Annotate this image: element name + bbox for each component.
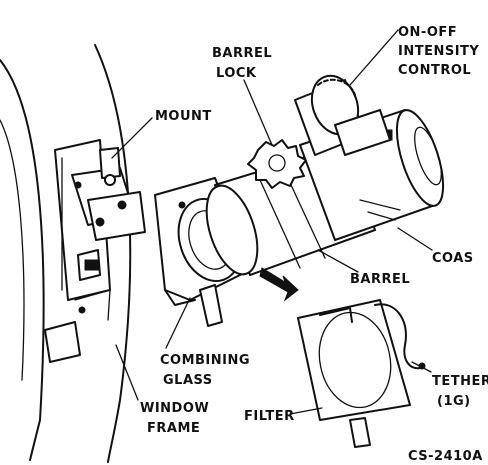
barrel-lock	[247, 139, 307, 189]
label-tether-1g: (1G)	[437, 394, 471, 409]
figure-code: CS-2410A	[408, 449, 483, 464]
mount	[44, 139, 146, 363]
leader-lines	[111, 29, 433, 415]
label-barrel-lock-1: BARREL	[212, 46, 272, 61]
label-glass: GLASS	[163, 373, 213, 388]
label-mount: MOUNT	[155, 109, 212, 124]
label-barrel-lock-2: LOCK	[216, 66, 257, 81]
window-frame	[0, 44, 132, 463]
label-coas: COAS	[432, 251, 474, 266]
label-barrel: BARREL	[350, 272, 410, 287]
label-on-off: ON-OFF	[398, 25, 457, 40]
intensity-control-knob	[294, 74, 391, 156]
filter	[297, 299, 411, 448]
label-combining: COMBINING	[160, 353, 250, 368]
label-tether: TETHER	[432, 374, 488, 389]
direction-arrow	[259, 267, 299, 302]
label-window: WINDOW	[140, 401, 209, 416]
label-frame: FRAME	[147, 421, 200, 436]
label-control: CONTROL	[398, 63, 471, 78]
label-filter: FILTER	[244, 409, 295, 424]
label-intensity: INTENSITY	[398, 44, 479, 59]
labels: ON-OFF INTENSITY CONTROL BARREL LOCK MOU…	[140, 25, 488, 464]
